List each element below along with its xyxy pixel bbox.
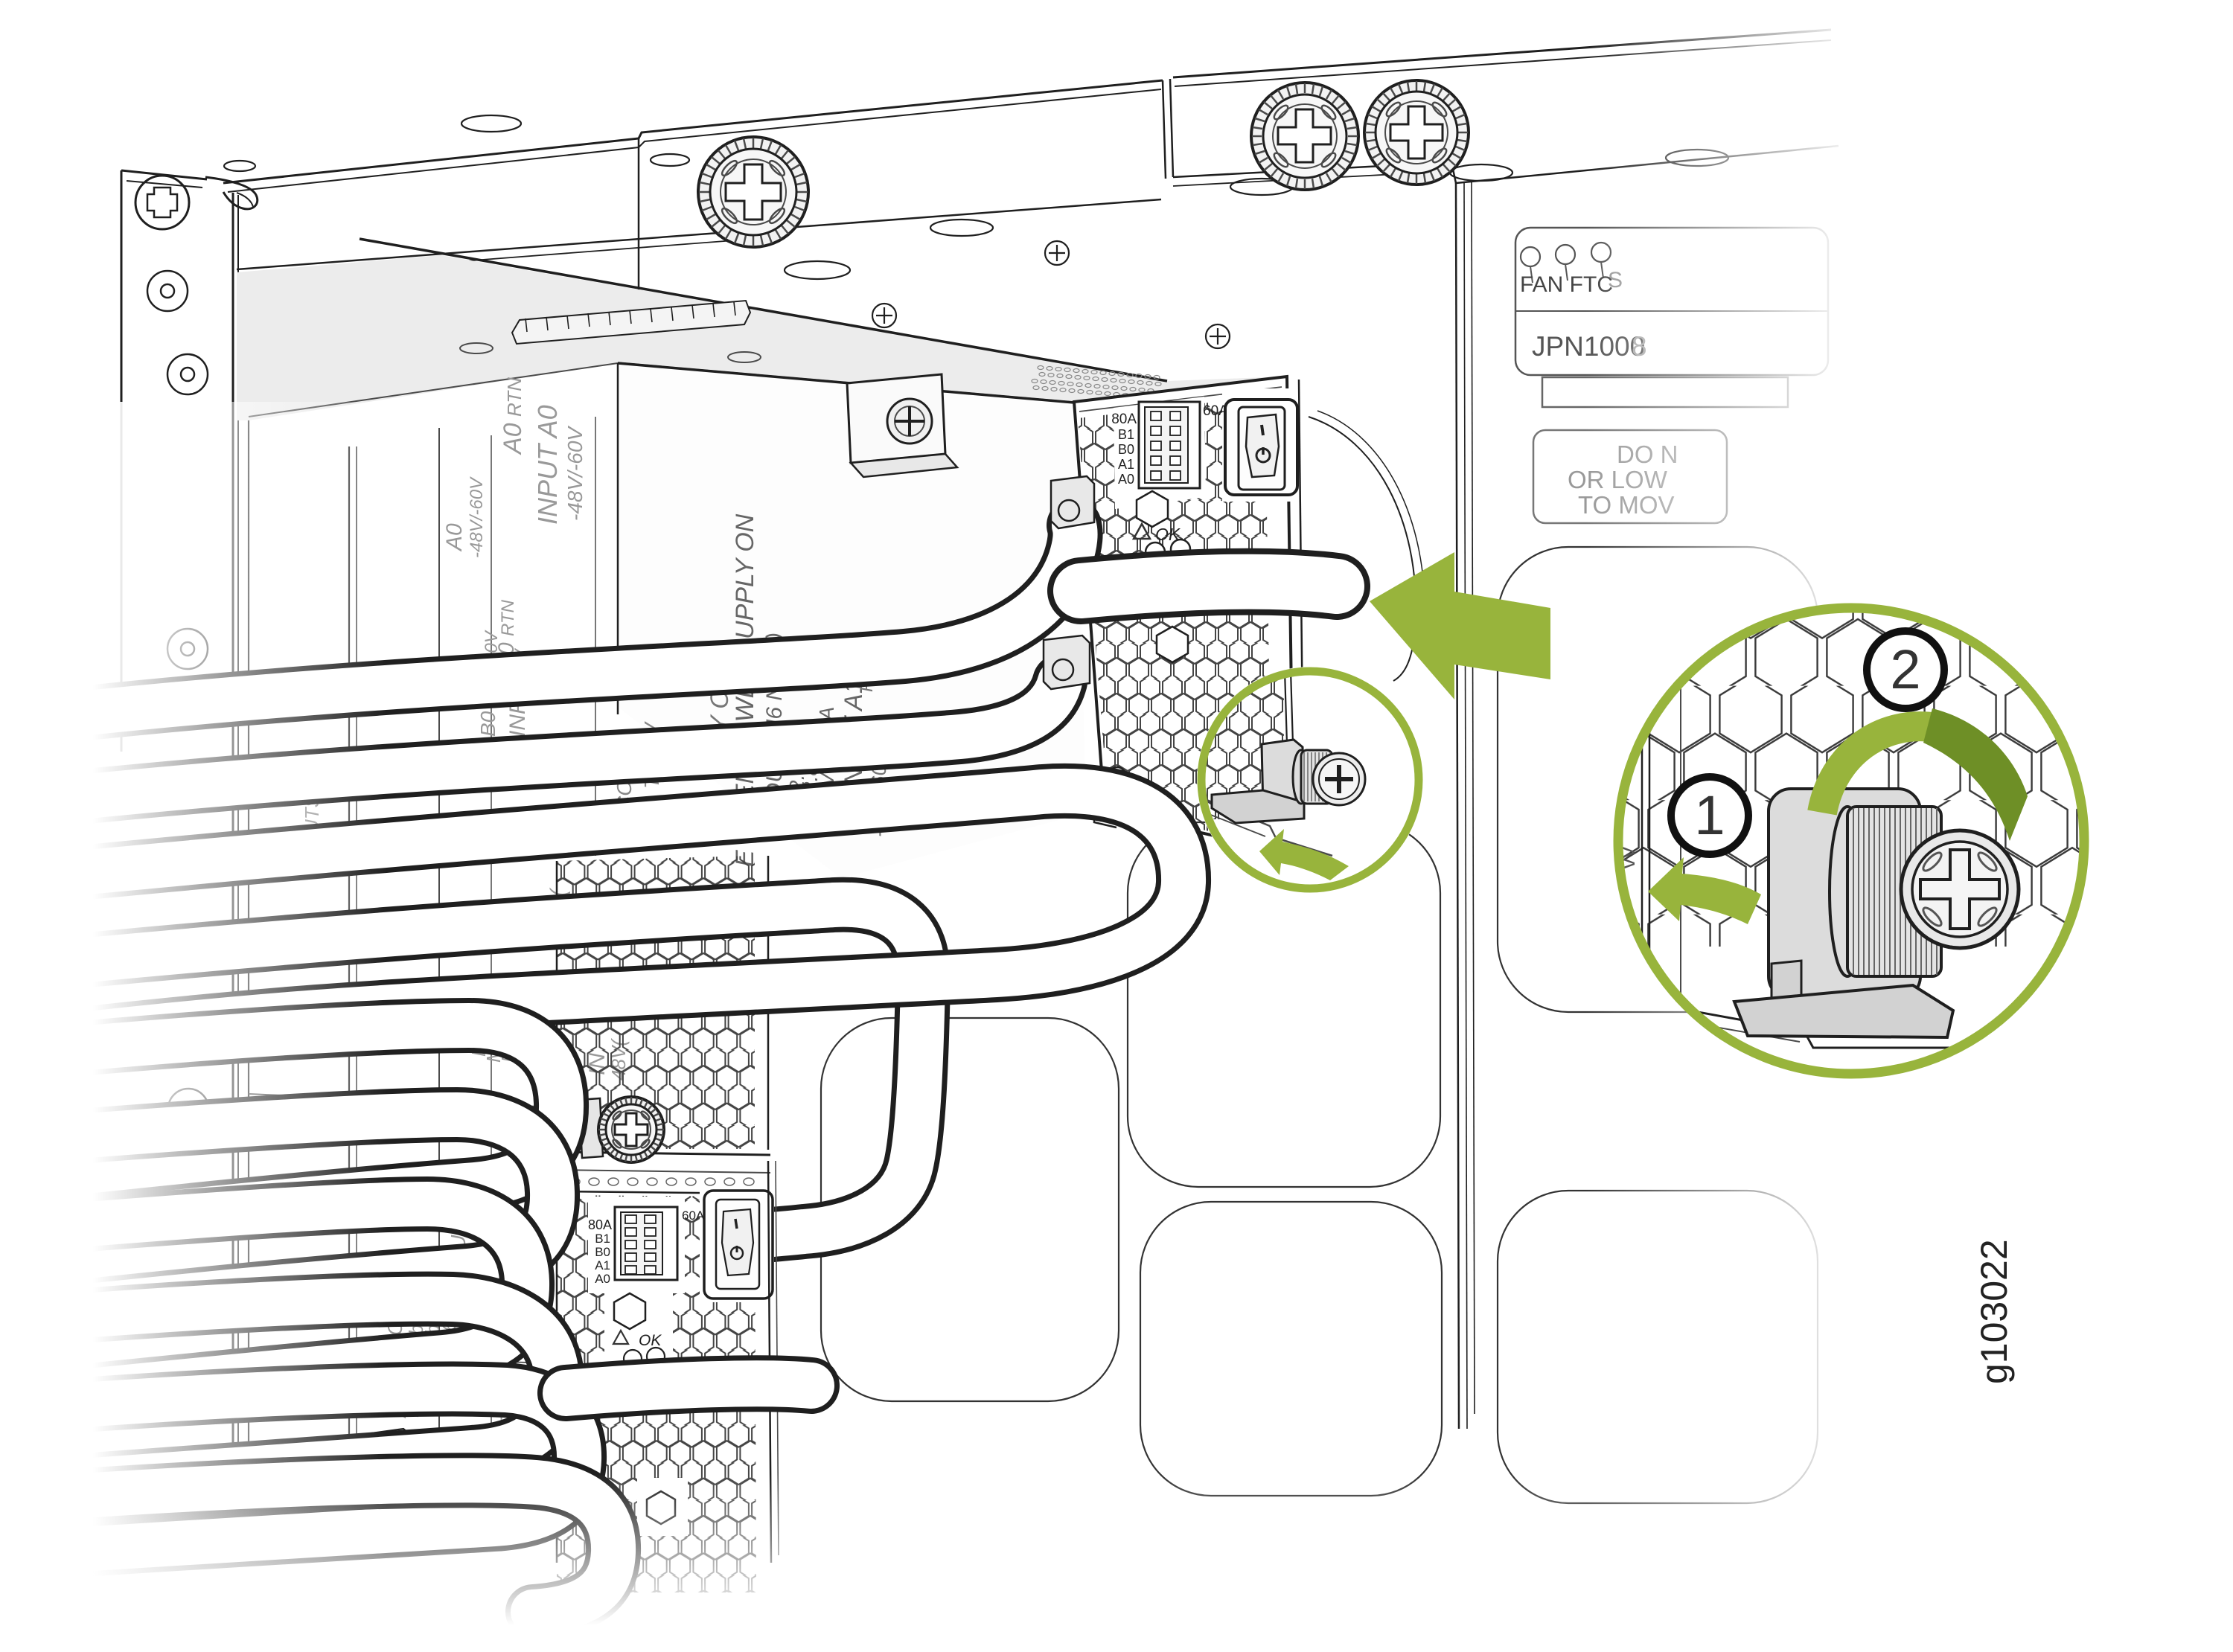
svg-text:A0: A0 — [595, 1272, 610, 1286]
svg-text:RTN: RTN — [503, 377, 525, 417]
svg-text:A1: A1 — [595, 1258, 610, 1272]
svg-text:B0: B0 — [595, 1245, 610, 1259]
svg-text:INPUT A0: INPUT A0 — [532, 405, 563, 525]
svg-text:A0: A0 — [499, 423, 527, 455]
svg-text:vv: vv — [1615, 847, 1640, 869]
svg-text:2: 2 — [1890, 638, 1920, 700]
svg-text:B1: B1 — [595, 1232, 610, 1246]
svg-text:60A: 60A — [1203, 403, 1228, 419]
svg-text:g103022: g103022 — [1973, 1239, 2015, 1384]
svg-text:80A: 80A — [588, 1217, 612, 1232]
svg-text:A0: A0 — [1118, 472, 1134, 487]
svg-text:B0: B0 — [476, 711, 499, 737]
svg-text:B0: B0 — [1118, 442, 1134, 457]
svg-text:A1: A1 — [1118, 457, 1134, 472]
svg-text:A0: A0 — [442, 523, 467, 552]
svg-text:-48V/-60V: -48V/-60V — [563, 426, 587, 521]
svg-text:-48V/-60V: -48V/-60V — [467, 476, 487, 558]
svg-text:OK: OK — [639, 1332, 662, 1349]
svg-text:60A: 60A — [682, 1208, 705, 1223]
svg-text:1: 1 — [1694, 784, 1725, 846]
svg-text:80A: 80A — [1111, 412, 1137, 427]
svg-text:RTN: RTN — [498, 599, 518, 636]
svg-text:B1: B1 — [1118, 427, 1134, 442]
